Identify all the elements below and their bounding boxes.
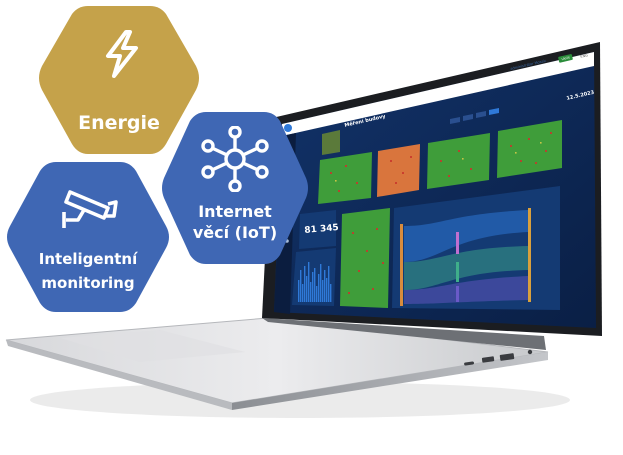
audio-jack	[527, 349, 533, 355]
security-camera-icon	[62, 190, 118, 228]
monitoring-label-line2: monitoring	[41, 274, 135, 292]
iot-badge: Internet věcí (IoT)	[160, 108, 310, 268]
usb-a-port	[481, 356, 495, 363]
network-hub-icon	[201, 126, 269, 192]
usb-c-port	[464, 361, 475, 366]
iot-label-line2: věcí (IoT)	[192, 223, 278, 242]
hdmi-port	[499, 353, 515, 361]
monitoring-label-line1: Inteligentní	[38, 250, 138, 268]
energy-badge: Energie	[36, 2, 202, 158]
energy-label: Energie	[78, 112, 160, 134]
lightning-icon	[106, 30, 138, 78]
monitoring-badge: Inteligentní monitoring	[4, 158, 172, 316]
iot-label-line1: Internet	[198, 202, 272, 221]
